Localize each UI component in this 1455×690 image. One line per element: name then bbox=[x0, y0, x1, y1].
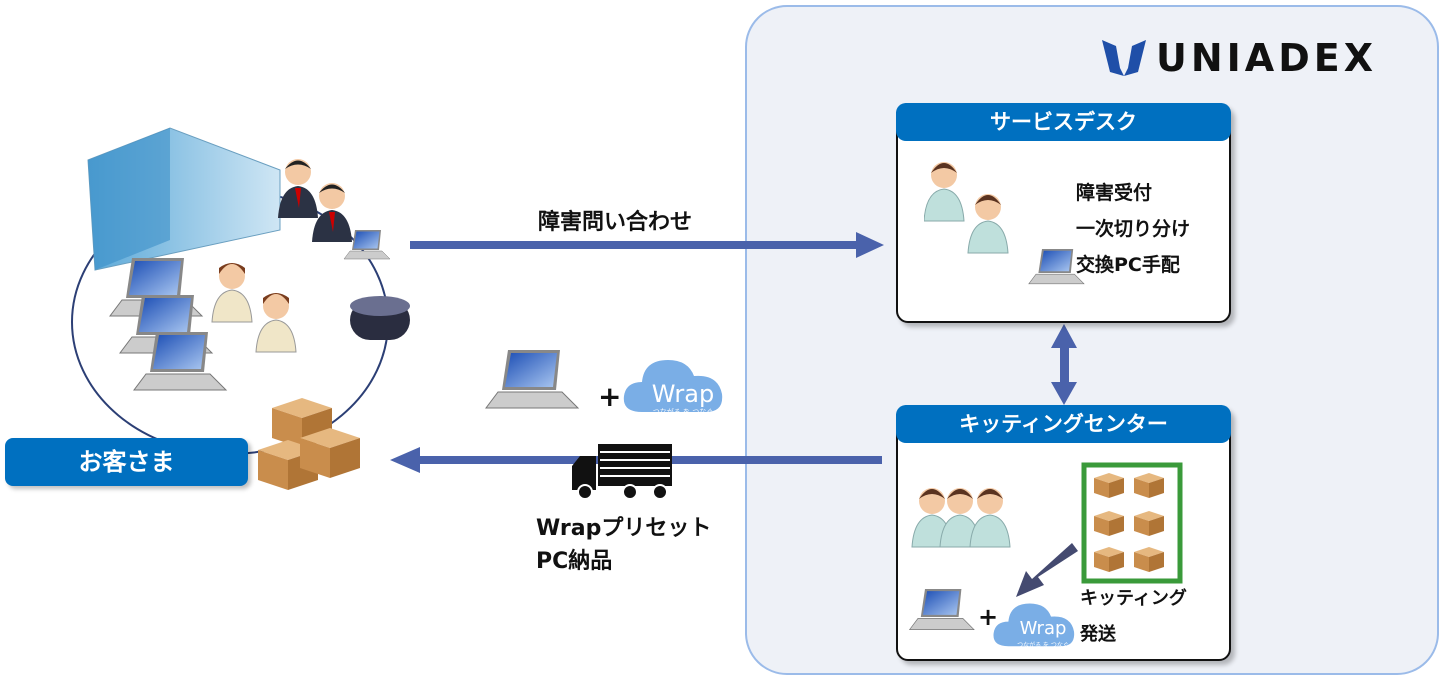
task-item: 障害受付 bbox=[1076, 182, 1153, 204]
office-building-icon bbox=[87, 127, 281, 271]
uniadex-logo: UNIADEX bbox=[1100, 36, 1405, 80]
logo-mark-icon bbox=[1102, 40, 1146, 76]
truck-icon bbox=[572, 444, 672, 500]
inquiry-arrow bbox=[410, 232, 884, 258]
package-icon bbox=[300, 428, 360, 478]
service-desk-box: サービスデスク 障害受付 一次切り分け 交換PC手配 bbox=[896, 103, 1231, 323]
storage-shelf-icon bbox=[1081, 462, 1183, 584]
task-item: 交換PC手配 bbox=[1076, 254, 1180, 276]
delivery-label-line1: Wrapプリセット bbox=[536, 516, 712, 541]
logo-text: UNIADEX bbox=[1156, 36, 1378, 80]
service-desk-tasks: 障害受付 一次切り分け 交換PC手配 bbox=[1076, 175, 1190, 283]
kitting-graphics bbox=[909, 462, 1183, 647]
bidirectional-arrow bbox=[1051, 324, 1077, 405]
wrap-cloud-tagline: つながる を つなぐ bbox=[1017, 642, 1069, 649]
kitting-center-box: キッティングセンター + Wrap つながる を つなぐ キッティング 発送 bbox=[896, 405, 1231, 661]
task-item: 一次切り分け bbox=[1076, 218, 1191, 240]
customer-label: お客さま bbox=[5, 438, 248, 486]
delivery-label-line2: PC納品 bbox=[536, 549, 613, 574]
wrap-cloud-tagline: つながる を つなぐ bbox=[652, 408, 714, 416]
kitting-center-title: キッティングセンター bbox=[896, 405, 1231, 443]
kitting-tasks: キッティング 発送 bbox=[1080, 581, 1187, 653]
wrap-cloud-text: Wrap bbox=[1019, 618, 1067, 639]
plus-sign: + bbox=[978, 603, 999, 631]
task-item: キッティング bbox=[1080, 588, 1187, 609]
delivery-label: Wrapプリセット PC納品 bbox=[536, 512, 711, 578]
manager-icon bbox=[278, 159, 318, 218]
service-desk-title: サービスデスク bbox=[896, 103, 1231, 141]
plus-sign: + bbox=[598, 380, 622, 413]
laptop-icon bbox=[485, 349, 579, 409]
inquiry-label: 障害問い合わせ bbox=[538, 210, 693, 235]
task-item: 発送 bbox=[1080, 624, 1116, 645]
router-icon bbox=[350, 296, 410, 340]
wrap-cloud-text: Wrap bbox=[651, 380, 715, 408]
